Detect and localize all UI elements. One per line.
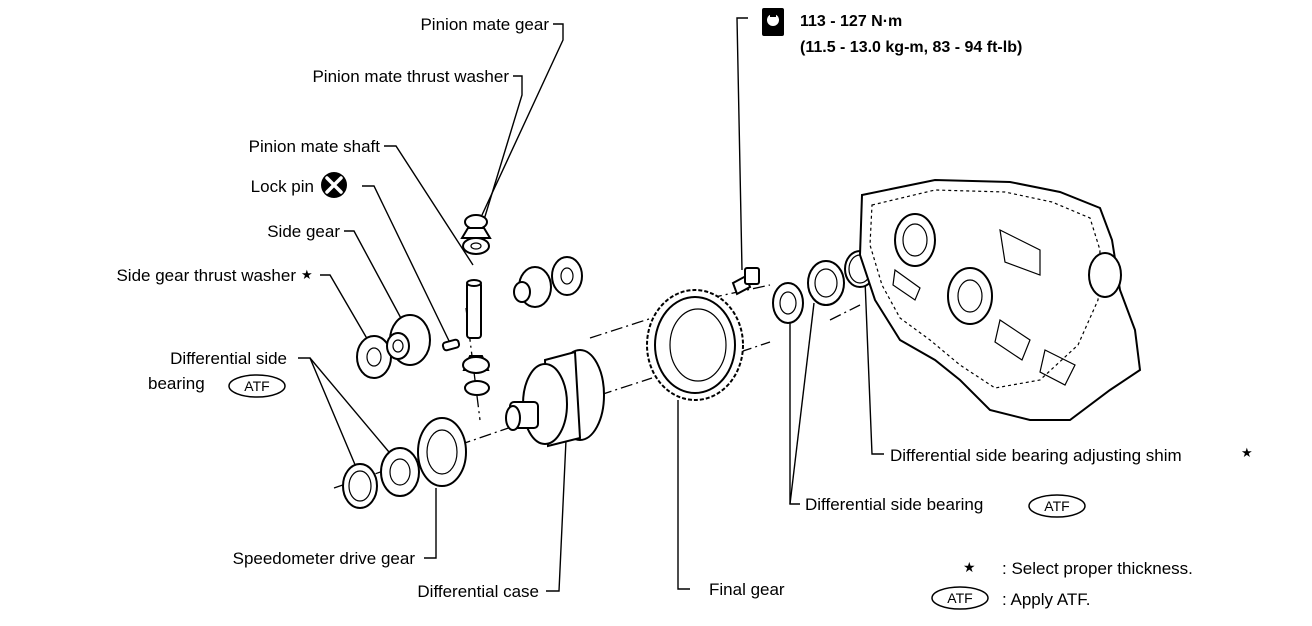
star-icon: ★ bbox=[1241, 445, 1253, 460]
do-not-reuse-icon bbox=[321, 172, 347, 198]
side-gear-right-part bbox=[513, 256, 583, 308]
torque-value: 113 - 127 N·m bbox=[800, 13, 902, 30]
atf-badge-left: ATF bbox=[228, 374, 286, 398]
side-gear-thrust-washer-part bbox=[356, 335, 392, 379]
leader-lines bbox=[298, 17, 884, 592]
pinion-mate-gear-lower-part bbox=[462, 355, 490, 396]
label-speedometer-drive-gear: Speedometer drive gear bbox=[233, 549, 416, 568]
torque-value-alt-units: (11.5 - 13.0 kg-m, 83 - 94 ft-lb) bbox=[800, 39, 1022, 56]
speedometer-drive-gear-part bbox=[417, 417, 467, 487]
differential-side-bearing-left-part bbox=[342, 447, 420, 509]
pinion-mate-gear-part bbox=[460, 214, 492, 255]
label-side-gear: Side gear bbox=[267, 222, 340, 241]
label-side-gear-thrust-washer: Side gear thrust washer bbox=[116, 266, 296, 285]
star-icon: ★ bbox=[301, 267, 313, 282]
label-differential-side-bearing-left-1: Differential side bbox=[170, 349, 287, 368]
final-gear-bolt-part bbox=[731, 267, 760, 296]
torque-wrench-icon bbox=[762, 8, 784, 36]
legend: ★ : Select proper thickness. ATF : Apply… bbox=[931, 559, 1193, 610]
label-pinion-mate-gear: Pinion mate gear bbox=[420, 15, 549, 34]
final-gear-part bbox=[646, 289, 744, 401]
transmission-housing-part bbox=[858, 178, 1142, 421]
svg-text:ATF: ATF bbox=[1044, 498, 1069, 514]
legend-atf-text: : Apply ATF. bbox=[1002, 590, 1091, 609]
label-differential-side-bearing-right: Differential side bearing bbox=[805, 495, 983, 514]
legend-star-icon: ★ bbox=[963, 559, 976, 575]
label-lock-pin: Lock pin bbox=[251, 177, 314, 196]
label-differential-case: Differential case bbox=[417, 582, 539, 601]
label-pinion-mate-shaft: Pinion mate shaft bbox=[249, 137, 381, 156]
legend-atf-badge: ATF bbox=[947, 590, 972, 606]
differential-case-part bbox=[505, 349, 605, 448]
pinion-mate-shaft-part bbox=[466, 279, 482, 339]
label-differential-side-bearing-left-2: bearing bbox=[148, 374, 205, 393]
label-pinion-mate-thrust-washer: Pinion mate thrust washer bbox=[312, 67, 509, 86]
atf-badge-right: ATF bbox=[1028, 494, 1086, 518]
label-adjusting-shim: Differential side bearing adjusting shim bbox=[890, 446, 1182, 465]
label-final-gear: Final gear bbox=[709, 580, 785, 599]
differential-side-bearing-right-part bbox=[772, 260, 845, 324]
lock-pin-part bbox=[441, 338, 461, 352]
legend-star-text: : Select proper thickness. bbox=[1002, 559, 1193, 578]
side-gear-part bbox=[386, 314, 431, 366]
svg-text:ATF: ATF bbox=[244, 378, 269, 394]
